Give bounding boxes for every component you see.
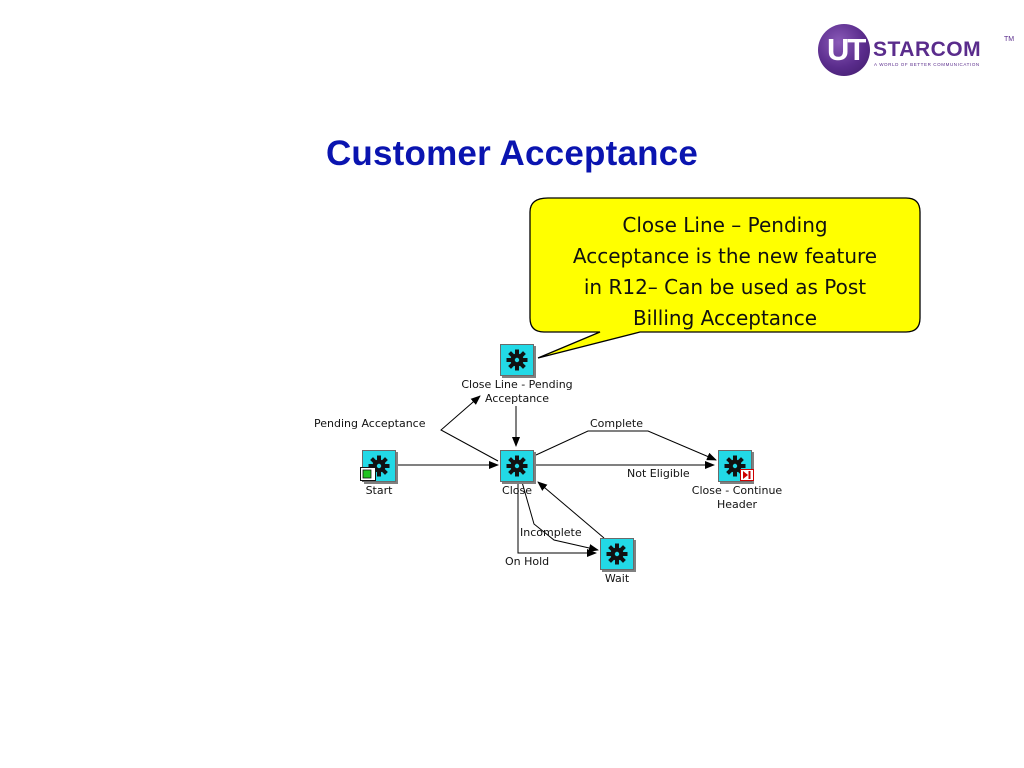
edge-pending-acceptance bbox=[440, 395, 499, 462]
logo-tagline: A WORLD OF BETTER COMMUNICATION bbox=[874, 62, 980, 67]
node-start[interactable] bbox=[360, 450, 396, 482]
node-close-continue-header[interactable] bbox=[718, 450, 754, 482]
label-line: Header bbox=[716, 498, 758, 511]
edge-complete bbox=[535, 430, 717, 461]
node-label-close: Close bbox=[488, 484, 546, 498]
label-line: Close bbox=[502, 484, 532, 497]
node-label-close-line-pending: Close Line - Pending Acceptance bbox=[446, 378, 588, 406]
gear-icon bbox=[606, 543, 628, 565]
edge-label-on-hold: On Hold bbox=[505, 555, 550, 568]
callout-bubble bbox=[529, 197, 921, 359]
gear-icon bbox=[506, 455, 528, 477]
logo-mark: UT bbox=[827, 32, 866, 67]
edge-label-complete: Complete bbox=[590, 417, 644, 430]
edge-incomplete bbox=[521, 481, 599, 552]
edge-label-incomplete: Incomplete bbox=[520, 526, 582, 539]
label-line: Close Line - Pending bbox=[461, 378, 573, 391]
start-badge-icon bbox=[360, 467, 376, 481]
node-label-close-continue-header: Close - Continue Header bbox=[674, 484, 800, 512]
label-line: Close - Continue bbox=[691, 484, 783, 497]
edge-label-pending-acceptance: Pending Acceptance bbox=[314, 417, 426, 430]
node-label-start: Start bbox=[350, 484, 408, 498]
gear-icon bbox=[724, 455, 746, 477]
slide-title: Customer Acceptance bbox=[325, 134, 699, 173]
label-line: Acceptance bbox=[484, 392, 550, 405]
utstarcom-logo: UT STARCOM TM A WORLD OF BETTER COMMUNIC… bbox=[818, 24, 1018, 80]
logo-wordmark: STARCOM bbox=[873, 38, 982, 61]
edge-label-not-eligible: Not Eligible bbox=[627, 467, 690, 480]
callout-line: Billing Acceptance bbox=[632, 306, 818, 330]
node-close-line-pending[interactable] bbox=[500, 344, 534, 376]
logo-trademark: TM bbox=[1004, 36, 1015, 43]
node-label-wait: Wait bbox=[588, 572, 646, 586]
callout-line: in R12– Can be used as Post bbox=[583, 275, 867, 299]
edge-wait-close bbox=[537, 481, 605, 539]
label-line: Wait bbox=[604, 572, 630, 585]
callout-line: Close Line – Pending bbox=[622, 213, 828, 237]
node-wait[interactable] bbox=[600, 538, 634, 570]
label-line: Start bbox=[365, 484, 393, 497]
end-badge-icon bbox=[740, 469, 754, 481]
node-close[interactable] bbox=[500, 450, 534, 482]
edge-on-hold bbox=[517, 482, 597, 557]
callout-text: Close Line – Pending Acceptance is the n… bbox=[538, 210, 912, 334]
logo-circle bbox=[818, 24, 870, 76]
callout-line: Acceptance is the new feature bbox=[572, 244, 878, 268]
gear-icon bbox=[506, 349, 528, 371]
